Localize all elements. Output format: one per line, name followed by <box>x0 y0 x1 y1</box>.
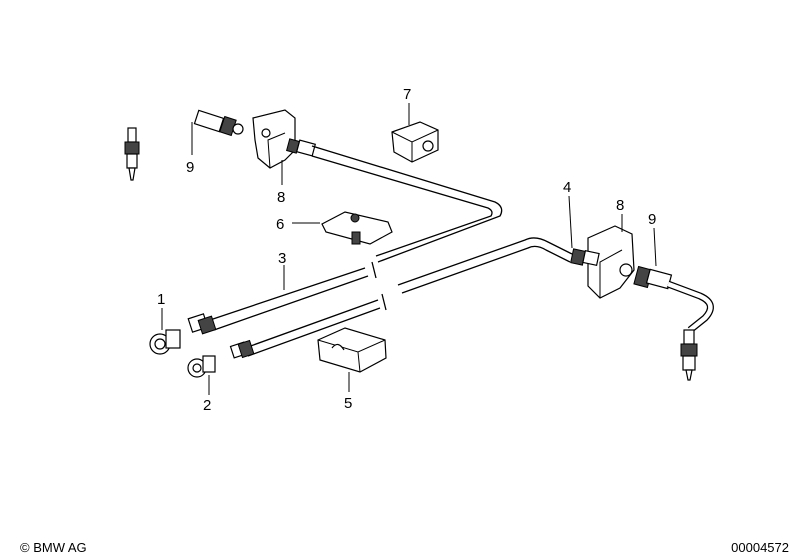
fitting-part-2 <box>187 339 255 378</box>
brake-line-part-3 <box>209 237 573 357</box>
callout-8-left: 8 <box>277 189 285 206</box>
callout-7: 7 <box>403 86 411 103</box>
callout-8-right: 8 <box>616 197 624 214</box>
holder-part-6 <box>321 211 393 245</box>
callout-9-right: 9 <box>648 211 656 228</box>
copyright-text: © BMW AG <box>20 540 87 555</box>
callout-4: 4 <box>563 179 571 196</box>
callout-1: 1 <box>157 291 165 308</box>
holder-part-5 <box>317 327 387 373</box>
brake-line-long-upper <box>286 138 503 263</box>
brake-hose-left <box>124 94 244 181</box>
callout-3: 3 <box>278 250 286 267</box>
callout-5: 5 <box>344 395 352 412</box>
clip-part-7 <box>391 121 439 163</box>
brake-hose-right <box>633 265 714 381</box>
callout-2: 2 <box>203 397 211 414</box>
callout-9-left: 9 <box>186 159 194 176</box>
bracket-upper <box>252 109 296 169</box>
document-number: 00004572 <box>731 540 789 555</box>
leader-lines <box>161 103 657 395</box>
bracket-right <box>570 225 635 299</box>
callout-6: 6 <box>276 216 284 233</box>
fitting-part-1 <box>149 313 217 355</box>
